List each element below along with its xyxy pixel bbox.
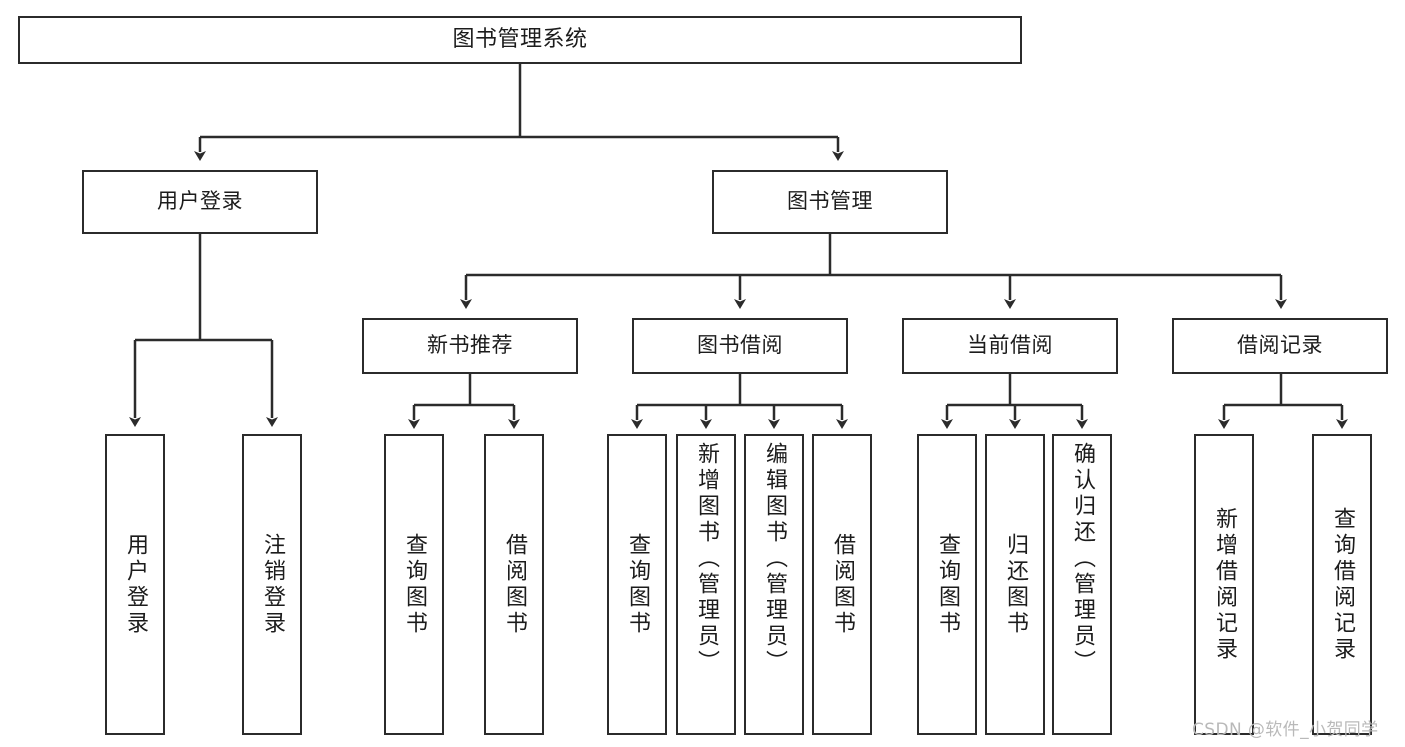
node-label: 确认归还（管理员）: [1070, 442, 1095, 676]
node-label: 用户登录: [123, 532, 148, 637]
node-new-book-recommend[interactable]: 新书推荐: [362, 318, 578, 374]
node-leaf-borrow-book-1[interactable]: 借阅图书: [484, 434, 544, 735]
node-leaf-add-book[interactable]: 新增图书（管理员）: [676, 434, 736, 735]
node-book-manage[interactable]: 图书管理: [712, 170, 948, 234]
node-user-login[interactable]: 用户登录: [82, 170, 318, 234]
node-label: 新增借阅记录: [1212, 506, 1237, 663]
node-label: 归还图书: [1003, 532, 1028, 637]
node-leaf-user-login[interactable]: 用户登录: [105, 434, 165, 735]
node-label: 用户登录: [157, 189, 243, 214]
node-label: 借阅图书: [502, 532, 527, 637]
node-label: 借阅记录: [1237, 333, 1323, 358]
node-label: 图书管理: [787, 189, 873, 214]
node-label: 当前借阅: [967, 333, 1053, 358]
node-label: 新书推荐: [427, 333, 513, 358]
node-leaf-add-record[interactable]: 新增借阅记录: [1194, 434, 1254, 735]
node-leaf-confirm-return[interactable]: 确认归还（管理员）: [1052, 434, 1112, 735]
node-label: 查询图书: [402, 532, 427, 637]
node-leaf-edit-book[interactable]: 编辑图书（管理员）: [744, 434, 804, 735]
node-label: 查询借阅记录: [1330, 506, 1355, 663]
node-label: 查询图书: [625, 532, 650, 637]
node-leaf-borrow-book-2[interactable]: 借阅图书: [812, 434, 872, 735]
node-label: 图书借阅: [697, 333, 783, 358]
node-label: 图书管理系统: [452, 26, 588, 52]
node-leaf-query-book-1[interactable]: 查询图书: [384, 434, 444, 735]
node-leaf-query-book-3[interactable]: 查询图书: [917, 434, 977, 735]
node-leaf-query-record[interactable]: 查询借阅记录: [1312, 434, 1372, 735]
node-leaf-query-book-2[interactable]: 查询图书: [607, 434, 667, 735]
node-label: 借阅图书: [830, 532, 855, 637]
node-leaf-logout-login[interactable]: 注销登录: [242, 434, 302, 735]
node-label: 编辑图书（管理员）: [762, 442, 787, 676]
node-label: 新增图书（管理员）: [694, 442, 719, 676]
node-label: 查询图书: [935, 532, 960, 637]
node-root-system[interactable]: 图书管理系统: [18, 16, 1022, 64]
node-book-borrow[interactable]: 图书借阅: [632, 318, 848, 374]
node-borrow-record[interactable]: 借阅记录: [1172, 318, 1388, 374]
node-leaf-return-book[interactable]: 归还图书: [985, 434, 1045, 735]
node-label: 注销登录: [260, 532, 285, 637]
node-current-borrow[interactable]: 当前借阅: [902, 318, 1118, 374]
